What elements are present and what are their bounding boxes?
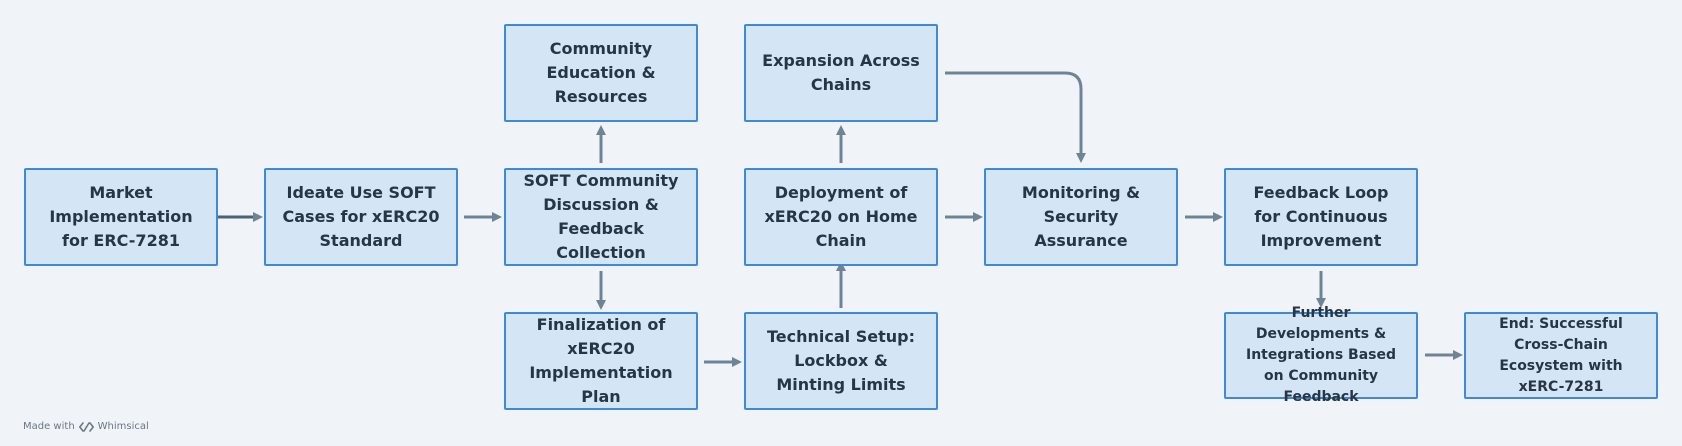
- node-finalization-plan[interactable]: Finalization of xERC20 Implementation Pl…: [504, 312, 698, 410]
- node-market-implementation[interactable]: Market Implementation for ERC-7281: [24, 168, 218, 266]
- node-community-discussion[interactable]: SOFT Community Discussion & Feedback Col…: [504, 168, 698, 266]
- arrow-expansion-to-monitoring: [945, 71, 1086, 163]
- node-expansion-across-chains[interactable]: Expansion Across Chains: [744, 24, 938, 122]
- whimsical-brand-label: Whimsical: [97, 421, 149, 432]
- node-technical-setup[interactable]: Technical Setup: Lockbox & Minting Limit…: [744, 312, 938, 410]
- made-with-label: Made with: [23, 421, 75, 432]
- node-end-ecosystem[interactable]: End: Successful Cross-Chain Ecosystem wi…: [1464, 312, 1658, 399]
- node-deployment-home-chain[interactable]: Deployment of xERC20 on Home Chain: [744, 168, 938, 266]
- node-ideate-use-cases[interactable]: Ideate Use SOFT Cases for xERC20 Standar…: [264, 168, 458, 266]
- node-further-developments[interactable]: Further Developments & Integrations Base…: [1224, 305, 1418, 405]
- whimsical-logo-icon: [78, 421, 94, 432]
- node-monitoring-security[interactable]: Monitoring & Security Assurance: [984, 168, 1178, 266]
- made-with-footer[interactable]: Made with Whimsical: [23, 421, 149, 432]
- node-feedback-loop[interactable]: Feedback Loop for Continuous Improvement: [1224, 168, 1418, 266]
- node-community-education[interactable]: Community Education & Resources: [504, 24, 698, 122]
